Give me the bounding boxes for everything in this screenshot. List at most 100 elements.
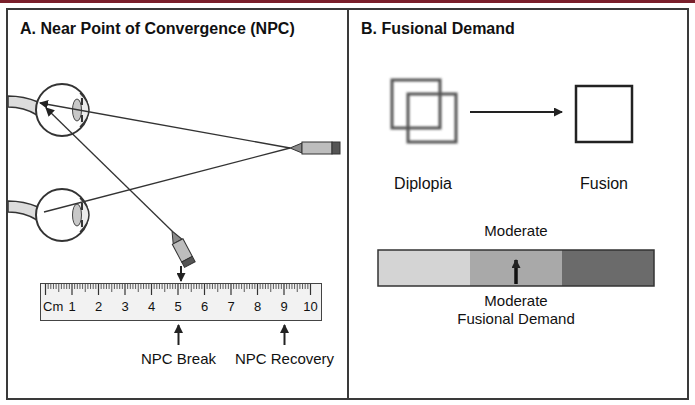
ruler-tick — [310, 284, 311, 295]
ruler-tick — [246, 284, 247, 289]
pen-target — [290, 142, 340, 154]
ruler-tick — [257, 284, 258, 295]
ruler-tick — [270, 284, 271, 292]
ruler-tick — [299, 284, 300, 289]
ruler-tick — [244, 284, 245, 292]
ruler-tick — [302, 284, 303, 289]
ruler-tick — [127, 284, 128, 289]
ruler-tick — [170, 284, 171, 289]
pointer-arrow — [284, 325, 286, 345]
ruler-tick — [283, 284, 284, 295]
ruler-tick — [56, 284, 57, 289]
ruler-tick — [130, 284, 131, 289]
label-text: Diplopia — [368, 174, 478, 193]
ruler-tick — [50, 284, 51, 289]
ruler-tick — [114, 284, 115, 289]
ruler-tick — [122, 284, 123, 289]
ruler-tick — [230, 284, 231, 295]
pointer-arrow — [178, 325, 180, 345]
ruler-tick — [74, 284, 75, 289]
ruler-tick — [294, 284, 295, 289]
ruler-tick — [64, 284, 65, 289]
ruler-tick — [297, 284, 298, 292]
ruler-tick — [79, 284, 80, 289]
drawing-part — [36, 189, 88, 241]
ruler-tick — [106, 284, 107, 289]
sight-line — [44, 148, 290, 212]
bar-segment — [470, 250, 562, 286]
ruler-tick — [53, 284, 54, 289]
ruler-tick — [233, 284, 234, 289]
ruler-tick — [146, 284, 147, 289]
ruler-number: 10 — [303, 300, 317, 313]
ruler-tick — [289, 284, 290, 289]
drawing-part — [73, 204, 82, 226]
ruler-tick — [212, 284, 213, 289]
ruler-number: 3 — [121, 300, 128, 313]
ruler-tick — [162, 284, 163, 289]
ruler-tick — [204, 284, 205, 295]
drawing-part — [8, 201, 38, 220]
pointer-arrow — [180, 266, 182, 281]
ruler-tick — [175, 284, 176, 289]
sight-line — [46, 108, 172, 231]
drawing-part — [182, 256, 195, 267]
drawing-part — [332, 142, 340, 154]
ruler-tick — [151, 284, 152, 295]
ruler-tick — [215, 284, 216, 289]
ruler-tick — [291, 284, 292, 289]
ruler-tick — [286, 284, 287, 289]
ruler-tick — [254, 284, 255, 289]
ruler-tick — [172, 284, 173, 289]
fused-square — [576, 86, 632, 142]
ruler-tick — [305, 284, 306, 289]
ruler-number: 9 — [280, 300, 287, 313]
ruler-tick — [85, 284, 86, 292]
ruler-number: 1 — [68, 300, 75, 313]
drawing-part — [81, 203, 83, 227]
ruler-tick — [278, 284, 279, 289]
ruler-tick — [119, 284, 120, 289]
label-text: NPC Recovery — [230, 350, 340, 368]
panel-box: A. Near Point of Convergence (NPC)Cm1234… — [6, 8, 349, 400]
panel-title: A. Near Point of Convergence (NPC) — [20, 20, 295, 38]
ruler-box: Cm12345678910 — [40, 283, 322, 321]
top-band — [0, 0, 695, 3]
pen-target — [167, 228, 195, 267]
sight-line — [40, 103, 290, 148]
ruler-unit: Cm — [43, 300, 63, 313]
ruler-tick — [223, 284, 224, 289]
ruler-tick — [132, 284, 133, 289]
ruler-tick — [265, 284, 266, 289]
ruler-tick — [82, 284, 83, 289]
ruler-number: 8 — [254, 300, 261, 313]
panel-box: B. Fusional Demand — [347, 8, 689, 400]
ruler-tick — [307, 284, 308, 289]
ruler-tick — [109, 284, 110, 289]
ruler-tick — [71, 284, 72, 295]
ruler-tick — [199, 284, 200, 289]
label-text: Moderate — [456, 222, 576, 240]
ruler-tick — [207, 284, 208, 289]
ruler-tick — [138, 284, 139, 292]
eye-drawing — [8, 189, 89, 241]
bar-segment — [378, 250, 470, 286]
drawing-part — [408, 94, 456, 142]
blurred-squares — [392, 80, 456, 142]
drawing-part — [290, 143, 302, 153]
ruler-tick — [159, 284, 160, 289]
ruler-number: 6 — [201, 300, 208, 313]
level-arrow — [514, 260, 518, 284]
ruler-tick — [180, 284, 181, 289]
ruler-tick — [58, 284, 59, 292]
ruler-tick — [225, 284, 226, 289]
ruler-tick — [249, 284, 250, 289]
ruler-tick — [217, 284, 218, 292]
ruler-tick — [111, 284, 112, 292]
ruler-tick — [103, 284, 104, 289]
ruler-tick — [117, 284, 118, 289]
ruler-tick — [93, 284, 94, 289]
ruler-tick — [236, 284, 237, 289]
ruler-tick — [156, 284, 157, 289]
ruler-tick — [140, 284, 141, 289]
